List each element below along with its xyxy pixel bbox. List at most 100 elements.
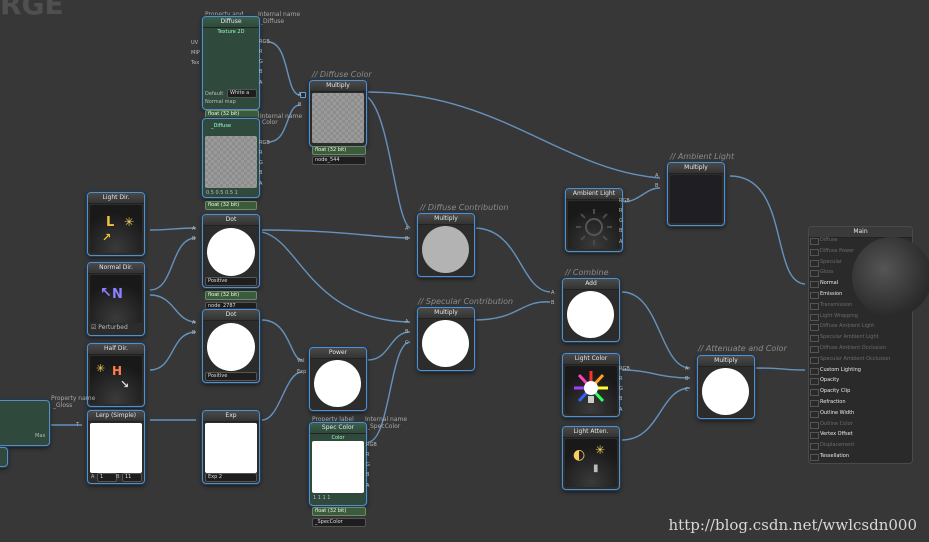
node-title: Half Dir.: [88, 344, 144, 355]
default-value-dropdown[interactable]: White a: [227, 89, 257, 98]
main-input-port[interactable]: [810, 313, 819, 321]
wire: [473, 227, 551, 293]
multiply-ambient-node[interactable]: Multiply: [667, 162, 725, 226]
main-input-port[interactable]: [810, 356, 819, 364]
output-port-label: G: [619, 218, 623, 224]
main-input-port[interactable]: [810, 378, 819, 386]
main-input-port[interactable]: [810, 238, 819, 245]
preview-sphere: [567, 291, 614, 338]
main-input-port[interactable]: [810, 259, 819, 267]
dot-node-2[interactable]: Dot Positive: [202, 309, 260, 383]
light-color-icon: [565, 366, 617, 414]
arrow-icon: ↘: [120, 378, 130, 391]
power-node[interactable]: Power: [309, 347, 367, 411]
wire: [261, 229, 411, 239]
lerp-b-label: B: [116, 474, 120, 480]
input-port-label: UV: [191, 40, 199, 46]
node-title: Multiply: [668, 163, 724, 174]
main-input-port[interactable]: [810, 324, 819, 332]
wire: [749, 367, 806, 371]
wire: [621, 291, 691, 369]
multiply-specular-node[interactable]: Multiply: [417, 307, 475, 371]
dot2-precision-dropdown[interactable]: float (32 bit): [205, 291, 257, 300]
main-input-port[interactable]: [810, 432, 819, 440]
exp-mode-dropdown[interactable]: Exp 2: [205, 473, 257, 482]
multiply-diffuse-color-node[interactable]: Multiply: [309, 80, 367, 147]
main-input-label: Diffuse Ambient Occlusion: [820, 345, 886, 351]
dot-mode-dropdown[interactable]: Positive: [205, 372, 257, 381]
main-input-port[interactable]: [810, 421, 819, 429]
main-input-port[interactable]: [810, 454, 819, 461]
main-input-port[interactable]: [810, 410, 819, 418]
half-dir-node[interactable]: Half Dir. ✳ H ↘: [87, 343, 145, 407]
normal-map-checkbox-label[interactable]: Normal map: [205, 99, 236, 105]
preview-sphere: [207, 323, 255, 371]
main-input-port[interactable]: [810, 367, 819, 375]
input-port-a[interactable]: [300, 92, 306, 98]
node-name-field[interactable]: node_544: [312, 156, 366, 165]
exp-node[interactable]: Exp Exp 2: [202, 410, 260, 484]
node-title: Lerp (Simple): [88, 411, 144, 422]
lerp-a-label: A: [91, 474, 95, 480]
spec-color-node[interactable]: Spec Color Color 1 1 1 1: [309, 422, 367, 506]
add-node[interactable]: Add: [562, 278, 620, 342]
dot1-precision-dropdown[interactable]: float (32 bit): [205, 201, 257, 210]
lerp-b-field[interactable]: 11: [122, 473, 142, 482]
light-color-node[interactable]: Light Color: [562, 353, 620, 417]
group-label-specular-contribution: // Specular Contribution: [418, 297, 514, 306]
main-input-port[interactable]: [810, 248, 819, 256]
normal-dir-node[interactable]: Normal Dir. N ↖ ☑ Perturbed: [87, 262, 145, 336]
node-title: Power: [310, 348, 366, 359]
output-port-label: A: [259, 181, 263, 187]
dot-node-1[interactable]: Dot Positive: [202, 214, 260, 288]
light-atten-node[interactable]: Light Atten. ◐ ✳ ▮: [562, 426, 620, 490]
dot-mode-dropdown[interactable]: Positive: [205, 277, 257, 286]
multiply-diffuse-contribution-node[interactable]: Multiply: [417, 213, 475, 277]
preview-sphere: [422, 320, 469, 367]
node-title: Dot: [203, 215, 259, 226]
main-input-port[interactable]: [810, 389, 819, 397]
node-subtitle: Texture 2D: [217, 29, 245, 35]
lerp-node[interactable]: Lerp (Simple) A 1 B 11: [87, 410, 145, 484]
main-input-port[interactable]: [810, 346, 819, 353]
spec-precision-dropdown[interactable]: float (32 bit): [312, 507, 366, 516]
main-input-port[interactable]: [810, 443, 819, 451]
node-title: Ambient Light: [566, 189, 622, 200]
main-input-port[interactable]: [810, 302, 819, 310]
node-title: Spec Color: [310, 423, 366, 434]
main-input-label: Emission: [820, 291, 843, 297]
lerp-a-field[interactable]: 1: [97, 473, 117, 482]
sun-icon: ✳: [124, 215, 135, 229]
output-port-label: R: [259, 49, 263, 55]
gloss-slider-node[interactable]: Max: [0, 400, 50, 446]
ambient-light-icon: [568, 201, 620, 249]
spec-internal-name: _SpecColor: [367, 423, 401, 430]
gloss-slider-handle[interactable]: [0, 447, 8, 467]
main-input-port[interactable]: [810, 292, 819, 299]
output-port-label: RGB: [259, 140, 270, 146]
multiply-precision-dropdown[interactable]: float (32 bit): [312, 146, 366, 155]
spec-bottom-label[interactable]: _SpecColor: [312, 518, 366, 527]
main-input-port[interactable]: [810, 270, 819, 278]
watermark: http://blog.csdn.net/wwlcsdn000: [668, 516, 918, 534]
diffuse-internal-name: _Diffuse: [260, 18, 285, 25]
main-input-port[interactable]: [810, 281, 819, 289]
output-port-label: RGB: [619, 366, 630, 372]
gloss-internal-name: _Gloss: [53, 402, 73, 409]
port-b-label: B: [192, 236, 196, 242]
multiply-attenuate-node[interactable]: Multiply: [697, 355, 755, 419]
perturbed-checkbox[interactable]: ☑ Perturbed: [91, 324, 128, 331]
wire: [149, 331, 197, 371]
main-input-port[interactable]: [810, 400, 819, 407]
main-output-node[interactable]: Main: [808, 226, 929, 464]
diffuse-color-node[interactable]: _Diffuse 0.5 0.5 0.5 1: [202, 118, 260, 198]
main-input-label: Light Wrapping: [820, 312, 858, 319]
diffuse-texture-node[interactable]: Diffuse Texture 2D Default White a Norma…: [202, 16, 260, 110]
ambient-light-node[interactable]: Ambient Light: [565, 188, 623, 252]
main-input-port[interactable]: [810, 335, 819, 343]
light-dir-node[interactable]: Light Dir. L ✳ ↗: [87, 192, 145, 256]
wire: [621, 187, 661, 203]
main-input-label: Refraction: [820, 399, 846, 405]
node-title: Normal Dir.: [88, 263, 144, 274]
main-input-label: Opacity: [820, 377, 840, 384]
